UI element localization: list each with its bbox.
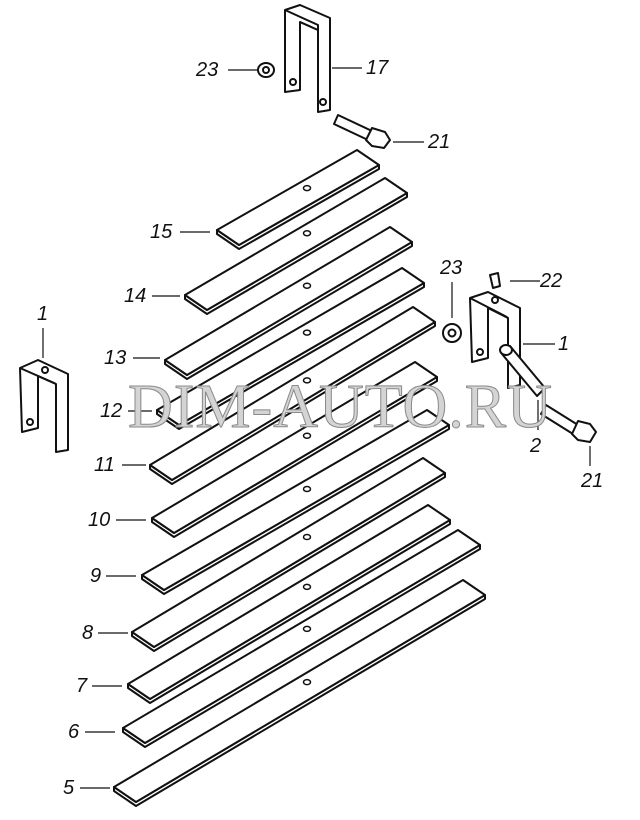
leaf-10-face bbox=[151, 361, 438, 534]
spring-leaves bbox=[113, 149, 486, 807]
bracket-17-part bbox=[284, 4, 331, 113]
callout-14: 14 bbox=[124, 285, 147, 307]
callout-10: 10 bbox=[88, 509, 111, 531]
leaf-9-face bbox=[141, 409, 450, 591]
leaf-15-face bbox=[216, 149, 380, 246]
center-bolt-hole-icon bbox=[302, 678, 312, 686]
callout-1-left: 1 bbox=[37, 303, 49, 325]
callout-6: 6 bbox=[68, 721, 80, 743]
leaf-11-face bbox=[149, 306, 436, 481]
nut-23-part bbox=[257, 62, 275, 78]
leaf-15 bbox=[216, 149, 380, 250]
callout-8: 8 bbox=[82, 622, 94, 644]
center-bolt-hole-icon bbox=[302, 377, 312, 384]
callout-13: 13 bbox=[104, 347, 127, 369]
center-bolt-hole-icon bbox=[302, 184, 312, 192]
bolt-21-right-part bbox=[540, 404, 597, 443]
callout-12: 12 bbox=[100, 400, 123, 422]
callout-5: 5 bbox=[63, 777, 75, 799]
leaf-11 bbox=[149, 306, 436, 485]
center-bolt-hole-icon bbox=[302, 229, 312, 237]
center-bolt-hole-icon bbox=[302, 625, 312, 633]
leader-lines bbox=[42, 67, 591, 789]
center-bolt-hole-icon bbox=[302, 432, 312, 439]
leaf-14 bbox=[184, 177, 408, 315]
center-bolt-hole-icon bbox=[302, 282, 312, 289]
leaf-13 bbox=[164, 226, 413, 380]
leaf-12 bbox=[156, 267, 425, 430]
callout-21: 21 bbox=[428, 131, 451, 153]
bracket-1-left-part bbox=[19, 359, 69, 453]
leaf-12-face bbox=[156, 267, 425, 426]
callout-1-right: 1 bbox=[558, 333, 570, 355]
leaf-7 bbox=[127, 504, 451, 704]
leaf-8-face bbox=[131, 457, 446, 648]
callout-21-right: 21 bbox=[581, 470, 604, 492]
center-bolt-hole-icon bbox=[302, 485, 312, 493]
leaf-13-face bbox=[164, 226, 413, 376]
pin-2-part bbox=[499, 344, 546, 397]
center-bolt-hole-icon bbox=[302, 583, 312, 591]
callout-17: 17 bbox=[366, 57, 389, 79]
callout-2: 2 bbox=[530, 435, 542, 457]
callout-11: 11 bbox=[94, 454, 115, 476]
leaf-14-face bbox=[184, 177, 408, 311]
leaf-5 bbox=[113, 579, 486, 807]
callout-23: 23 bbox=[196, 59, 219, 81]
leaf-7-face bbox=[127, 504, 451, 700]
leaf-8 bbox=[131, 457, 446, 652]
leaf-6-face bbox=[122, 529, 481, 744]
nut-23-right-part bbox=[442, 323, 462, 343]
leaf-10 bbox=[151, 361, 438, 538]
callout-9: 9 bbox=[90, 565, 102, 587]
callout-7: 7 bbox=[76, 675, 88, 697]
watermark: DIM-AUTO.RU bbox=[128, 373, 553, 442]
leaf-6 bbox=[122, 529, 481, 748]
center-bolt-hole-icon bbox=[302, 329, 312, 336]
leaf-9 bbox=[141, 409, 450, 595]
screw-22-part bbox=[489, 272, 501, 289]
callout-22: 22 bbox=[540, 270, 563, 292]
callout-23-right: 23 bbox=[440, 257, 463, 279]
callout-15: 15 bbox=[150, 221, 173, 243]
bolt-21-part bbox=[333, 114, 391, 149]
center-bolt-hole-icon bbox=[302, 533, 312, 541]
leaf-5-face bbox=[113, 579, 486, 803]
